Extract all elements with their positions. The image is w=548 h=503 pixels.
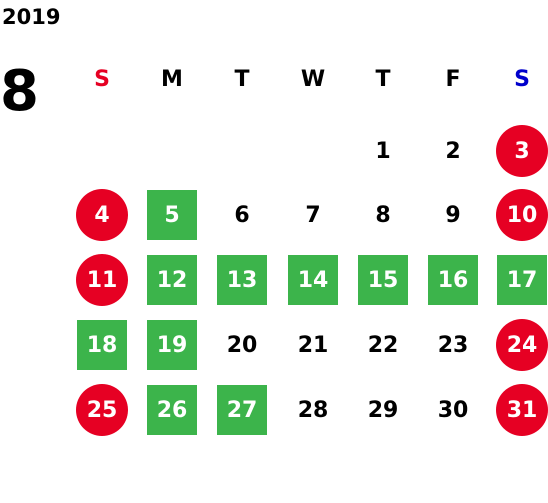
calendar-day: 14 — [288, 255, 338, 305]
calendar-day: 17 — [497, 255, 547, 305]
calendar-day: 26 — [147, 385, 197, 435]
calendar-day: 10 — [496, 189, 548, 241]
calendar-day: 23 — [437, 332, 469, 358]
calendar-day: 15 — [358, 255, 408, 305]
weekday-label: T — [375, 67, 391, 92]
calendar-day: 13 — [217, 255, 267, 305]
calendar-day: 30 — [437, 397, 469, 423]
calendar-month: 8 — [0, 59, 39, 124]
calendar-day: 8 — [375, 202, 391, 228]
calendar-day: 29 — [367, 397, 399, 423]
calendar-day: 9 — [445, 202, 461, 228]
calendar-day: 25 — [76, 384, 128, 436]
calendar-day: 27 — [217, 385, 267, 435]
calendar-day: 5 — [147, 190, 197, 240]
calendar-day: 7 — [305, 202, 321, 228]
calendar-day: 28 — [297, 397, 329, 423]
calendar-day: 16 — [428, 255, 478, 305]
weekday-label: F — [445, 67, 461, 92]
weekday-label: M — [161, 67, 183, 92]
calendar-day: 6 — [234, 202, 250, 228]
weekday-label: S — [514, 67, 530, 92]
calendar-day: 2 — [445, 138, 461, 164]
calendar-day: 3 — [496, 125, 548, 177]
calendar-day: 24 — [496, 319, 548, 371]
weekday-label: S — [94, 67, 110, 92]
calendar-day: 20 — [226, 332, 258, 358]
calendar-day: 21 — [297, 332, 329, 358]
calendar-year: 2019 — [2, 5, 61, 29]
calendar-day: 12 — [147, 255, 197, 305]
calendar-day: 1 — [375, 138, 391, 164]
weekday-label: W — [300, 67, 326, 92]
calendar-day: 4 — [76, 189, 128, 241]
calendar-day: 18 — [77, 320, 127, 370]
calendar-day: 11 — [76, 254, 128, 306]
calendar-day: 19 — [147, 320, 197, 370]
weekday-label: T — [234, 67, 250, 92]
calendar-day: 22 — [367, 332, 399, 358]
calendar-day: 31 — [496, 384, 548, 436]
